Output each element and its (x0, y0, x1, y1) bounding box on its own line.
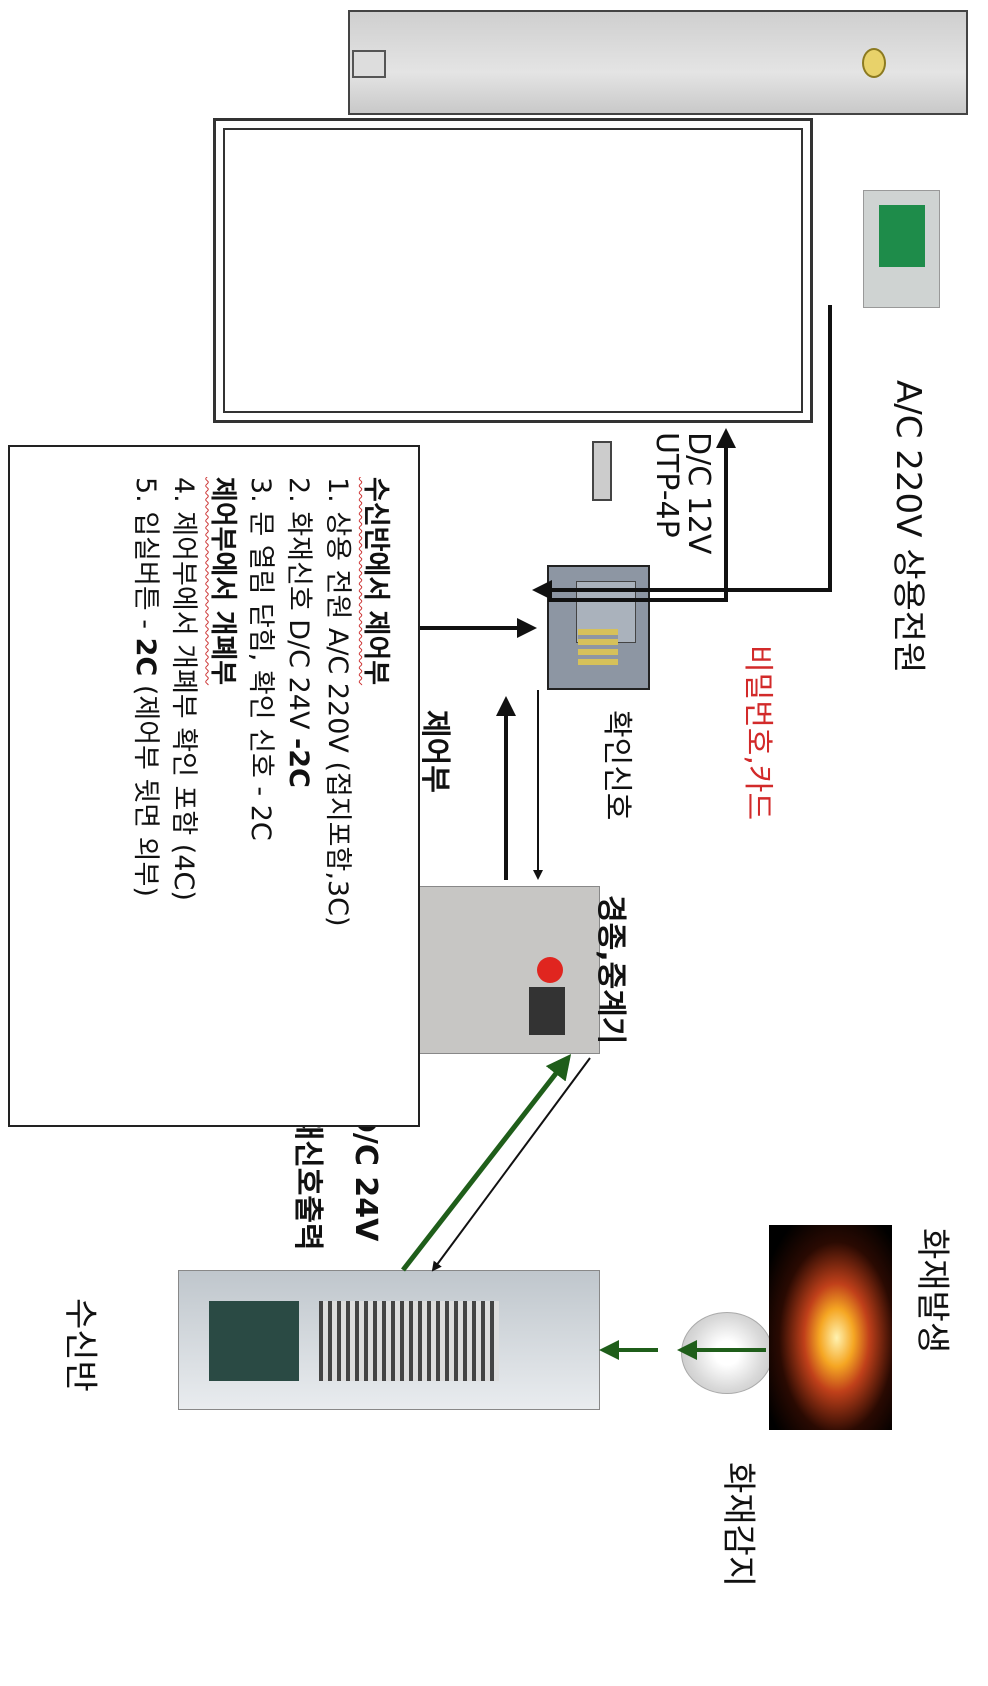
notes-item-2: 2. 화재신호 D/C 24V -2C (279, 477, 317, 1095)
notes-item-5-tail: (제어부 뒷면 외부) (130, 676, 162, 897)
confirm-signal-label: 확인신호 (599, 710, 634, 821)
dc12-door-line (548, 428, 736, 602)
notes-item-4: 4. 제어부에서 개폐부 확인 포함 (4C) (168, 477, 200, 901)
notes-item-5: 5. 입실버튼 - 2C (제어부 뒷면 외부) (126, 477, 164, 1095)
dc12-label: D/C 12V (681, 432, 716, 555)
notes-item-2-text: 2. 화재신호 D/C 24V (283, 477, 315, 739)
notes-section1-title: 수신반에서 제어부 (360, 477, 391, 686)
password-card-label: 비밀번호,카드 (740, 645, 775, 821)
dc24-label: D/C 24V (348, 1108, 383, 1242)
wiring-notes-box: 수신반에서 제어부 1. 상용 전원 A/C 220V (접지포함,3C) 2.… (8, 445, 420, 1127)
notes-item-3: 3. 문 열림 닫힘, 확인 신호 - 2C (245, 477, 277, 841)
fire-occurs-label: 화재발생 (912, 1228, 952, 1354)
detector-label: 화재감지 (718, 1462, 758, 1588)
utp-label: UTP-4P (649, 432, 684, 538)
receiver-to-relay-green-line (401, 1054, 572, 1272)
relay-to-receiver-line (431, 1057, 591, 1272)
receiver-label: 수신반 (60, 1298, 100, 1392)
ac-power-line (532, 305, 832, 600)
notes-section2-title: 제어부에서 개폐부 (206, 477, 238, 686)
notes-item-1: 1. 상용 전원 A/C 220V (접지포함,3C) (321, 477, 353, 927)
ac-power-label: A/C 220V 상용전원 (888, 380, 928, 674)
notes-item-5-text: 5. 입실버튼 - (130, 477, 162, 638)
notes-item-5-bold: 2C (130, 637, 162, 677)
notes-item-2-bold: -2C (283, 738, 315, 788)
controller-label: 제어부 (417, 710, 452, 793)
bell-relay-label: 경종,중계기 (593, 895, 628, 1045)
